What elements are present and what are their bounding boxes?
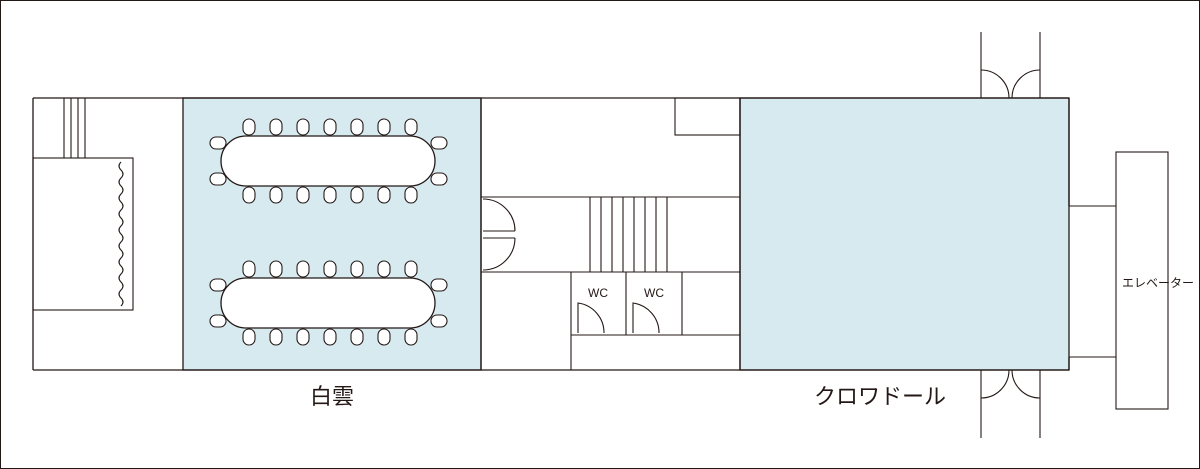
bottom-corridor	[980, 369, 1041, 438]
door-icon	[980, 69, 1010, 99]
door-icon	[1011, 69, 1041, 99]
chair	[377, 118, 391, 136]
chair	[350, 328, 364, 346]
room-crowdor[interactable]	[739, 97, 1070, 371]
chair	[404, 328, 418, 346]
chair	[296, 118, 310, 136]
chair	[323, 118, 337, 136]
chair	[377, 186, 391, 204]
chair	[430, 278, 448, 292]
middle-section	[480, 97, 741, 371]
left-stair-room	[32, 98, 134, 311]
chair	[430, 314, 448, 328]
chair	[404, 118, 418, 136]
door-icon	[632, 302, 660, 334]
chair	[209, 136, 227, 150]
chair	[269, 260, 283, 278]
top-corridor	[980, 32, 1041, 99]
chair	[296, 260, 310, 278]
break-line-icon	[118, 161, 124, 307]
chair	[209, 314, 227, 328]
room-label-hakuun: 白雲	[310, 385, 354, 410]
chair	[296, 186, 310, 204]
chair	[404, 186, 418, 204]
chair	[323, 260, 337, 278]
chair	[242, 186, 256, 204]
chair	[350, 186, 364, 204]
elevator[interactable]	[1069, 151, 1169, 410]
chair	[404, 260, 418, 278]
outer-walls	[32, 97, 1070, 371]
chair	[350, 260, 364, 278]
chair	[242, 118, 256, 136]
door-icon	[482, 198, 516, 232]
chair	[323, 328, 337, 346]
chair	[209, 278, 227, 292]
door-icon	[482, 237, 516, 271]
chair	[296, 328, 310, 346]
chair	[242, 260, 256, 278]
chairs	[209, 118, 448, 346]
chair	[269, 118, 283, 136]
chair	[209, 172, 227, 186]
chair	[377, 260, 391, 278]
door-icon	[577, 302, 605, 334]
chair	[242, 328, 256, 346]
chair	[350, 118, 364, 136]
chair	[430, 136, 448, 150]
elevator-label: エレベーター	[1122, 276, 1194, 290]
chair	[269, 186, 283, 204]
door-icon	[980, 369, 1010, 399]
table-top	[220, 135, 436, 187]
wc-label: WC	[588, 286, 608, 300]
room-label-crowdor: クロワドール	[814, 385, 946, 410]
chair	[377, 328, 391, 346]
chair	[323, 186, 337, 204]
table-bottom	[220, 277, 436, 329]
chair	[430, 172, 448, 186]
door-icon	[1011, 369, 1041, 399]
wc-label: WC	[644, 286, 664, 300]
chair	[269, 328, 283, 346]
